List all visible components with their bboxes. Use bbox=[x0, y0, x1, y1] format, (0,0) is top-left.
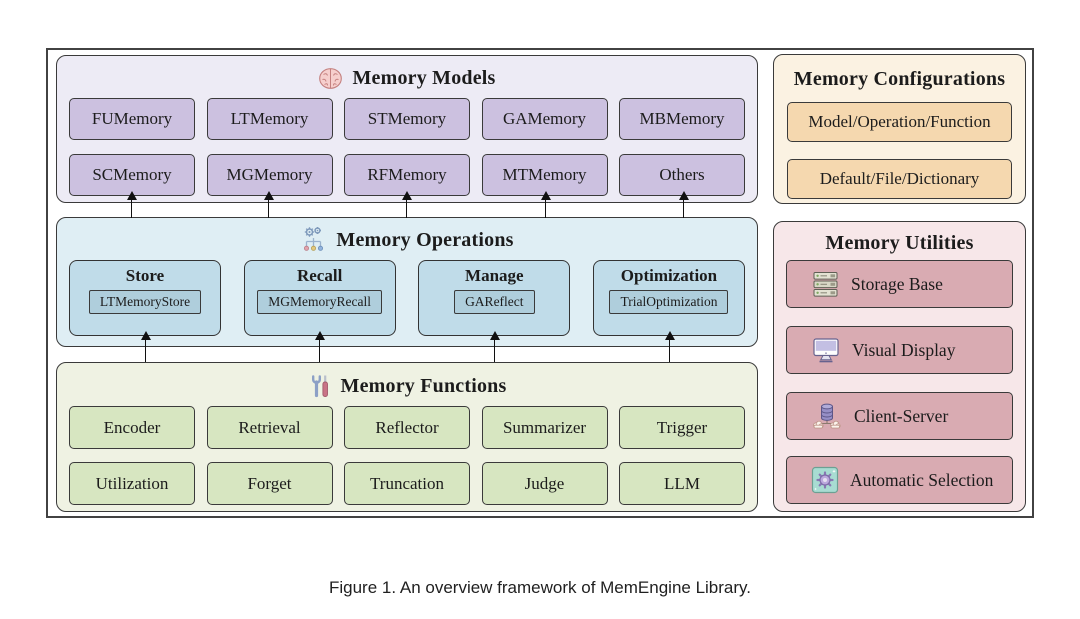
function-box: Reflector bbox=[344, 406, 470, 449]
workflow-icon bbox=[300, 226, 327, 254]
function-box: Forget bbox=[206, 462, 333, 505]
operation-group-title: Manage bbox=[465, 266, 524, 285]
model-box: LTMemory bbox=[206, 98, 333, 140]
function-box: Encoder bbox=[69, 406, 195, 449]
operation-group-title: Store bbox=[125, 266, 165, 285]
memory-operations-title: Memory Operations bbox=[336, 228, 514, 251]
figure-caption: Figure 1. An overview framework of MemEn… bbox=[328, 578, 752, 597]
memory-utilities-header: Memory Utilities bbox=[786, 229, 1013, 257]
arrow-operations-to-models bbox=[540, 191, 551, 218]
utility-client-server: Client-Server bbox=[786, 392, 1013, 440]
function-box: Utilization bbox=[69, 462, 195, 505]
memory-functions-panel: Memory Functions Encoder Retrieval Refle… bbox=[56, 362, 758, 512]
server-icon bbox=[811, 271, 840, 298]
operation-group-store: Store LTMemoryStore bbox=[69, 260, 221, 336]
arrow-operations-to-models bbox=[263, 191, 274, 218]
memory-functions-header: Memory Functions bbox=[69, 368, 745, 404]
operation-group-manage: Manage GAReflect bbox=[418, 260, 571, 336]
memory-operations-header: Memory Operations bbox=[69, 222, 745, 258]
utility-storage-base: Storage Base bbox=[786, 260, 1013, 308]
arrow-operations-to-models bbox=[678, 191, 689, 218]
model-box: GAMemory bbox=[481, 98, 608, 140]
function-box: Trigger bbox=[619, 406, 745, 449]
utility-label: Storage Base bbox=[851, 273, 943, 294]
configuration-box: Default/File/Dictionary bbox=[787, 159, 1012, 199]
model-box: Others bbox=[619, 154, 745, 196]
brain-icon bbox=[318, 67, 343, 90]
memory-functions-row-1: Encoder Retrieval Reflector Summarizer T… bbox=[69, 406, 745, 449]
arrow-functions-to-operations bbox=[314, 331, 325, 362]
function-box: LLM bbox=[619, 462, 745, 505]
utility-automatic-selection: Automatic Selection bbox=[786, 456, 1013, 504]
operation-example: GAReflect bbox=[454, 290, 535, 315]
operation-example: LTMemoryStore bbox=[88, 290, 202, 315]
arrow-functions-to-operations bbox=[489, 331, 500, 362]
function-box: Summarizer bbox=[481, 406, 608, 449]
memory-models-panel: Memory Models FUMemory LTMemory STMemory… bbox=[56, 55, 758, 203]
memory-models-row-1: FUMemory LTMemory STMemory GAMemory MBMe… bbox=[69, 98, 745, 140]
memory-operations-panel: Memory Operations Store LTMemoryStore Re… bbox=[56, 217, 758, 347]
gear-badge-icon bbox=[811, 466, 839, 494]
memory-functions-row-2: Utilization Forget Truncation Judge LLM bbox=[69, 462, 745, 505]
operation-example: TrialOptimization bbox=[609, 290, 729, 315]
function-box: Judge bbox=[481, 462, 608, 505]
utility-label: Client-Server bbox=[854, 405, 949, 426]
operation-group-title: Optimization bbox=[620, 266, 718, 285]
operation-group-optimization: Optimization TrialOptimization bbox=[592, 260, 745, 336]
model-box: MTMemory bbox=[481, 154, 608, 196]
model-box: MBMemory bbox=[619, 98, 745, 140]
model-box: MGMemory bbox=[206, 154, 333, 196]
model-box: SCMemory bbox=[69, 154, 195, 196]
memory-configurations-header: Memory Configurations bbox=[787, 63, 1012, 95]
memory-functions-title: Memory Functions bbox=[340, 374, 507, 397]
memory-models-row-2: SCMemory MGMemory RFMemory MTMemory Othe… bbox=[69, 154, 745, 196]
monitor-icon bbox=[811, 337, 841, 364]
arrow-operations-to-models bbox=[401, 191, 412, 218]
utility-visual-display: Visual Display bbox=[786, 326, 1013, 374]
configuration-box: Model/Operation/Function bbox=[787, 102, 1012, 142]
model-box: FUMemory bbox=[69, 98, 195, 140]
memory-models-title: Memory Models bbox=[352, 66, 496, 89]
model-box: RFMemory bbox=[344, 154, 470, 196]
function-box: Truncation bbox=[344, 462, 470, 505]
database-cloud-icon bbox=[811, 402, 843, 431]
tools-icon bbox=[308, 373, 332, 400]
arrow-functions-to-operations bbox=[664, 331, 675, 362]
memory-operations-row: Store LTMemoryStore Recall MGMemoryRecal… bbox=[69, 260, 745, 336]
function-box: Retrieval bbox=[206, 406, 333, 449]
utility-label: Automatic Selection bbox=[850, 469, 994, 490]
memory-configurations-panel: Memory Configurations Model/Operation/Fu… bbox=[773, 54, 1026, 204]
memory-configurations-title: Memory Configurations bbox=[793, 67, 1006, 90]
operation-group-recall: Recall MGMemoryRecall bbox=[243, 260, 396, 336]
memory-models-header: Memory Models bbox=[69, 61, 745, 95]
model-box: STMemory bbox=[344, 98, 470, 140]
arrow-functions-to-operations bbox=[140, 331, 151, 362]
memory-utilities-panel: Memory Utilities bbox=[773, 221, 1026, 512]
operation-group-title: Recall bbox=[296, 266, 343, 285]
operation-example: MGMemoryRecall bbox=[257, 290, 383, 315]
memory-utilities-title: Memory Utilities bbox=[825, 231, 974, 254]
utility-label: Visual Display bbox=[852, 339, 956, 360]
arrow-operations-to-models bbox=[126, 191, 137, 218]
